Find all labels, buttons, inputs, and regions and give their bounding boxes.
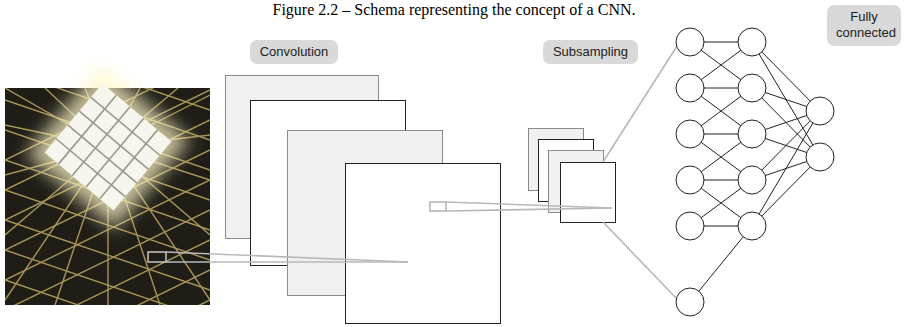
grid-line: [5, 240, 210, 305]
grid-line: [5, 280, 210, 305]
leader-line: [446, 202, 612, 208]
neuron: [676, 74, 704, 102]
neuron: [676, 212, 704, 240]
grid-line: [5, 250, 210, 305]
pooled-map: [561, 163, 616, 223]
tile-line: [79, 111, 148, 169]
panel: [45, 84, 172, 211]
tile-line: [56, 139, 125, 197]
photo-grid: [5, 88, 210, 305]
network-links: [690, 42, 820, 302]
layer-label: Convolution: [259, 44, 329, 60]
input-photo: [5, 40, 210, 327]
neuron: [676, 288, 704, 316]
tile-line: [72, 107, 130, 176]
leader-line: [603, 222, 677, 299]
leader-line: [166, 252, 408, 262]
leader-lines: [166, 46, 677, 299]
panel-tiles: [45, 84, 172, 211]
neuron: [676, 28, 704, 56]
glowing-panel: [26, 65, 189, 228]
neuron: [676, 166, 704, 194]
tile-line: [68, 125, 137, 183]
layer-label-box: Fully connected: [827, 5, 901, 46]
network-link: [752, 111, 820, 180]
neuron: [738, 212, 766, 240]
receptive-field: [148, 252, 166, 262]
feature-map: [346, 164, 501, 324]
feature-maps: [226, 76, 501, 324]
neuron: [738, 166, 766, 194]
receptive-field: [430, 202, 446, 211]
layer-label: Fully connected: [836, 9, 892, 42]
leader-line: [166, 261, 408, 263]
network-link: [752, 42, 820, 111]
leader-line: [446, 208, 612, 211]
tile-line: [91, 97, 160, 155]
layer-label-box: Subsampling: [543, 40, 638, 64]
neuron: [676, 120, 704, 148]
neuron: [738, 120, 766, 148]
network-link: [690, 226, 752, 302]
neurons: [676, 28, 834, 316]
network-link: [752, 88, 820, 157]
panel-glow: [26, 65, 189, 228]
layer-label-box: Convolution: [250, 40, 338, 64]
grid-line: [5, 270, 210, 305]
neuron: [806, 143, 834, 171]
figure-caption: Figure 2.2 – Schema representing the con…: [0, 1, 908, 19]
network-link: [752, 157, 820, 226]
neuron: [738, 28, 766, 56]
neuron: [806, 97, 834, 125]
tile-line: [100, 130, 158, 199]
layer-label: Subsampling: [552, 44, 629, 60]
tile-line: [58, 95, 116, 164]
grid-line: [5, 300, 210, 305]
tile-line: [86, 118, 144, 187]
neuron: [738, 74, 766, 102]
